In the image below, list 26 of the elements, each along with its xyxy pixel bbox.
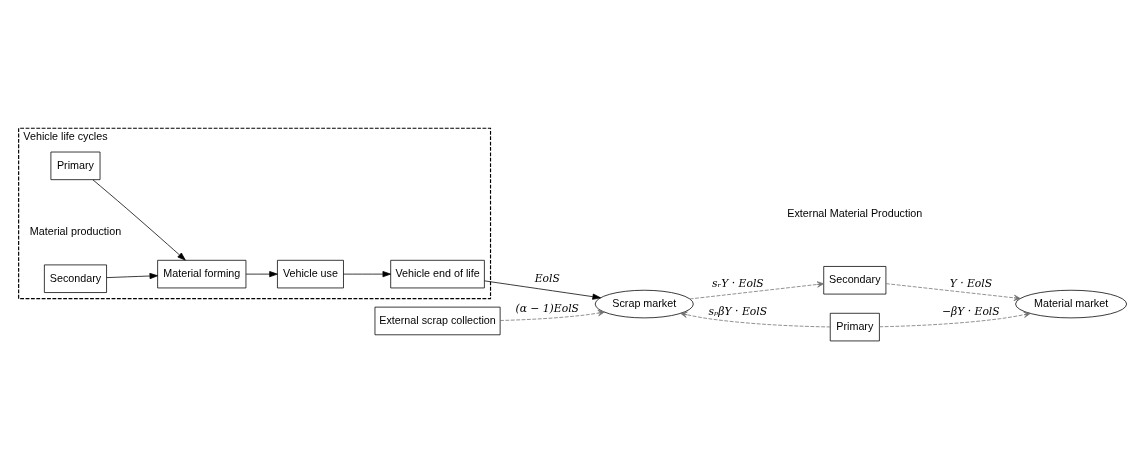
node-box: Secondary [823, 265, 887, 294]
arrow [484, 280, 601, 300]
arrow [689, 280, 824, 299]
arrow [106, 272, 158, 279]
arrow [499, 309, 605, 321]
node-box: External scrap collection [374, 306, 501, 335]
node-box: Primary [829, 312, 880, 341]
edge-label: −βY · EolS [941, 304, 1000, 318]
node-box: Primary [50, 151, 101, 180]
node-box: Vehicle use [277, 259, 344, 288]
edge-label: sᵣY · EolS [711, 276, 764, 290]
arrow [879, 311, 1031, 327]
label: Material production [29, 224, 122, 237]
edge-label: EolS [534, 271, 560, 285]
arrow [245, 270, 278, 277]
label: External Material Production [787, 206, 923, 219]
node-box: Material forming [157, 259, 247, 288]
arrow [343, 270, 391, 277]
arrow [680, 311, 831, 327]
arrow [92, 178, 186, 260]
node-box: Vehicle end of life [390, 259, 485, 288]
edge-label: Y · EolS [949, 276, 993, 290]
arrow [885, 282, 1021, 301]
edge-label: sₚβY · EolS [708, 304, 768, 318]
node-box: Secondary [44, 264, 107, 293]
edge-label: (α − 1)EolS [515, 301, 579, 315]
